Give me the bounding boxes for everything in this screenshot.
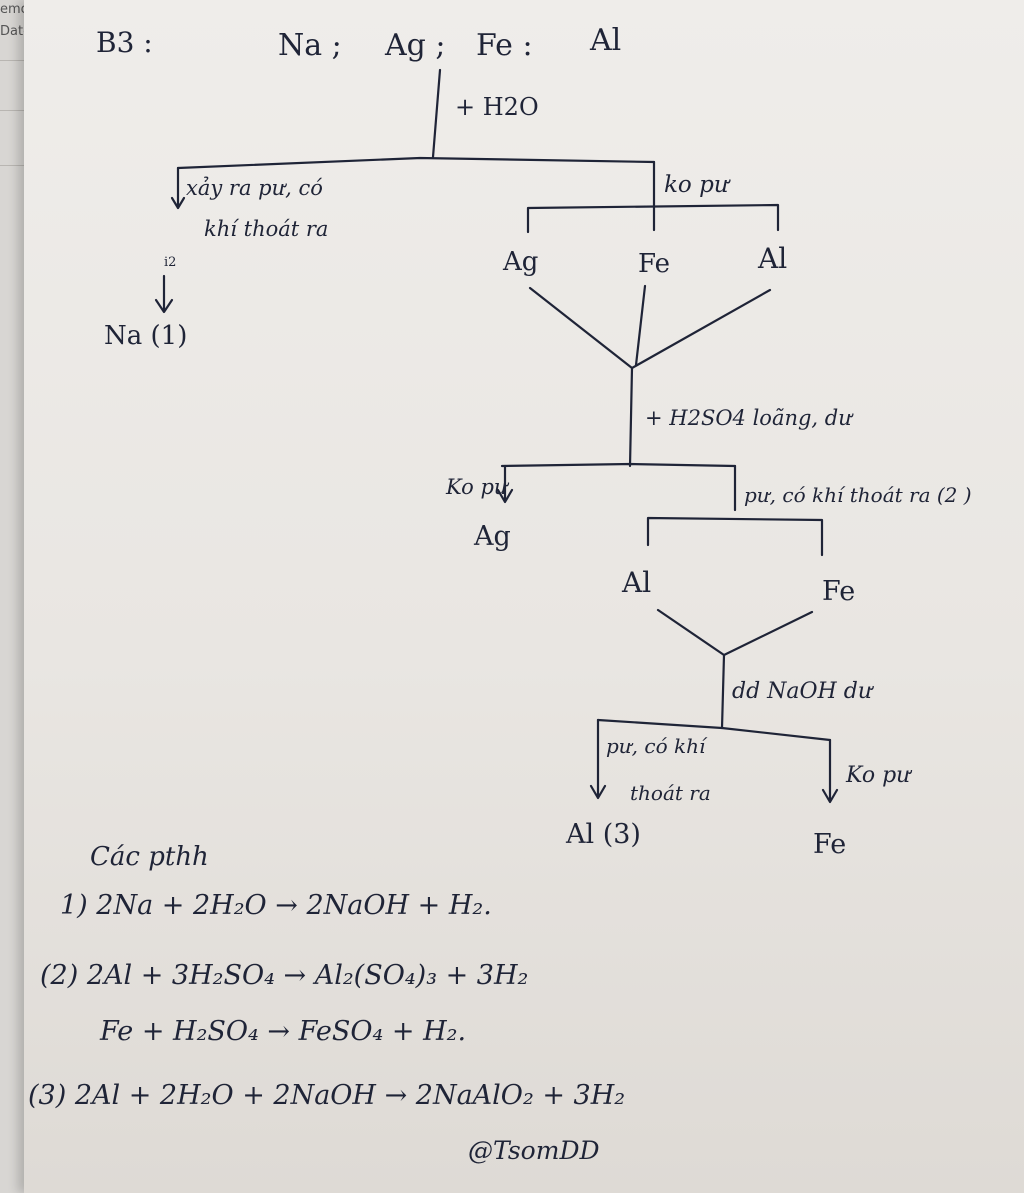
split-line-3 [596,718,832,742]
edge-label-bottom: Date [0,24,24,39]
merge-lines-2 [656,608,814,657]
arrow-down-ag [496,464,514,504]
metal-ag: Ag ; [384,28,446,63]
bracket-al-fe [646,516,824,557]
note-naoh-reacts-1: pư, có khí [606,734,708,758]
reagent-naoh: dd NaOH dư [732,679,874,704]
equation-2b: Fe + H₂SO₄ → FeSO₄ + H₂. [100,1016,467,1047]
author-signature: @TsomDD [468,1136,600,1165]
equations-heading: Các pthh [90,842,209,872]
split-line-2 [500,462,737,468]
result-fe: Fe [813,829,846,860]
arrow-down-al [589,718,607,800]
note-h2o-reacts-2: khí thoát ra [204,217,328,241]
arrow-down-fe [821,738,839,804]
split-line-1 [176,156,656,170]
item-al-1: Al [757,242,787,275]
edge-rule [0,60,24,61]
note-no-reaction-2: Ko pư [445,475,510,499]
item-ag-1: Ag [502,247,538,277]
result-ag: Ag [473,521,511,552]
edge-rule [0,110,24,111]
note-h2so4-reacts: pư, có khí thoát ra (2 ) [744,483,972,507]
edge-label-top: emo [0,2,24,17]
reagent-h2so4: + H2SO4 loãng, dư [645,406,854,430]
equation-1: 1) 2Na + 2H₂O → 2NaOH + H₂. [60,890,492,921]
equation-2: (2) 2Al + 3H₂SO₄ → Al₂(SO₄)₃ + 3H₂ [40,960,529,991]
trunk-line-3 [720,653,726,730]
small-mark: i2 [164,255,176,270]
item-fe-1: Fe [638,249,670,279]
note-no-reaction-1: ko pư [664,172,731,198]
note-h2o-reacts-1: xảy ra pư, có [186,176,323,200]
trunk-line-1 [431,68,442,159]
metal-na: Na ; [278,28,342,63]
arrow-down-left-1 [170,166,186,210]
result-al: Al (3) [565,819,641,850]
arrow-down-na [154,274,174,314]
item-al-2: Al [621,566,651,599]
item-fe-2: Fe [822,576,855,607]
problem-label: B3 : [96,26,153,59]
metal-al: Al [589,23,621,58]
adjacent-page-edge: emo Date [0,0,24,1193]
edge-rule [0,165,24,166]
reagent-h2o: + H2O [455,93,539,121]
handwritten-sheet [24,0,1024,1193]
trunk-line-2 [628,366,634,468]
merge-lines-1 [528,284,772,370]
equation-3: (3) 2Al + 2H₂O + 2NaOH → 2NaAlO₂ + 3H₂ [28,1080,626,1111]
note-no-reaction-3: Ko pư [845,763,912,788]
note-naoh-reacts-2: thoát ra [630,781,711,805]
metal-fe: Fe : [476,28,533,63]
bracket-three-metals [526,203,780,234]
result-na: Na (1) [104,321,187,351]
